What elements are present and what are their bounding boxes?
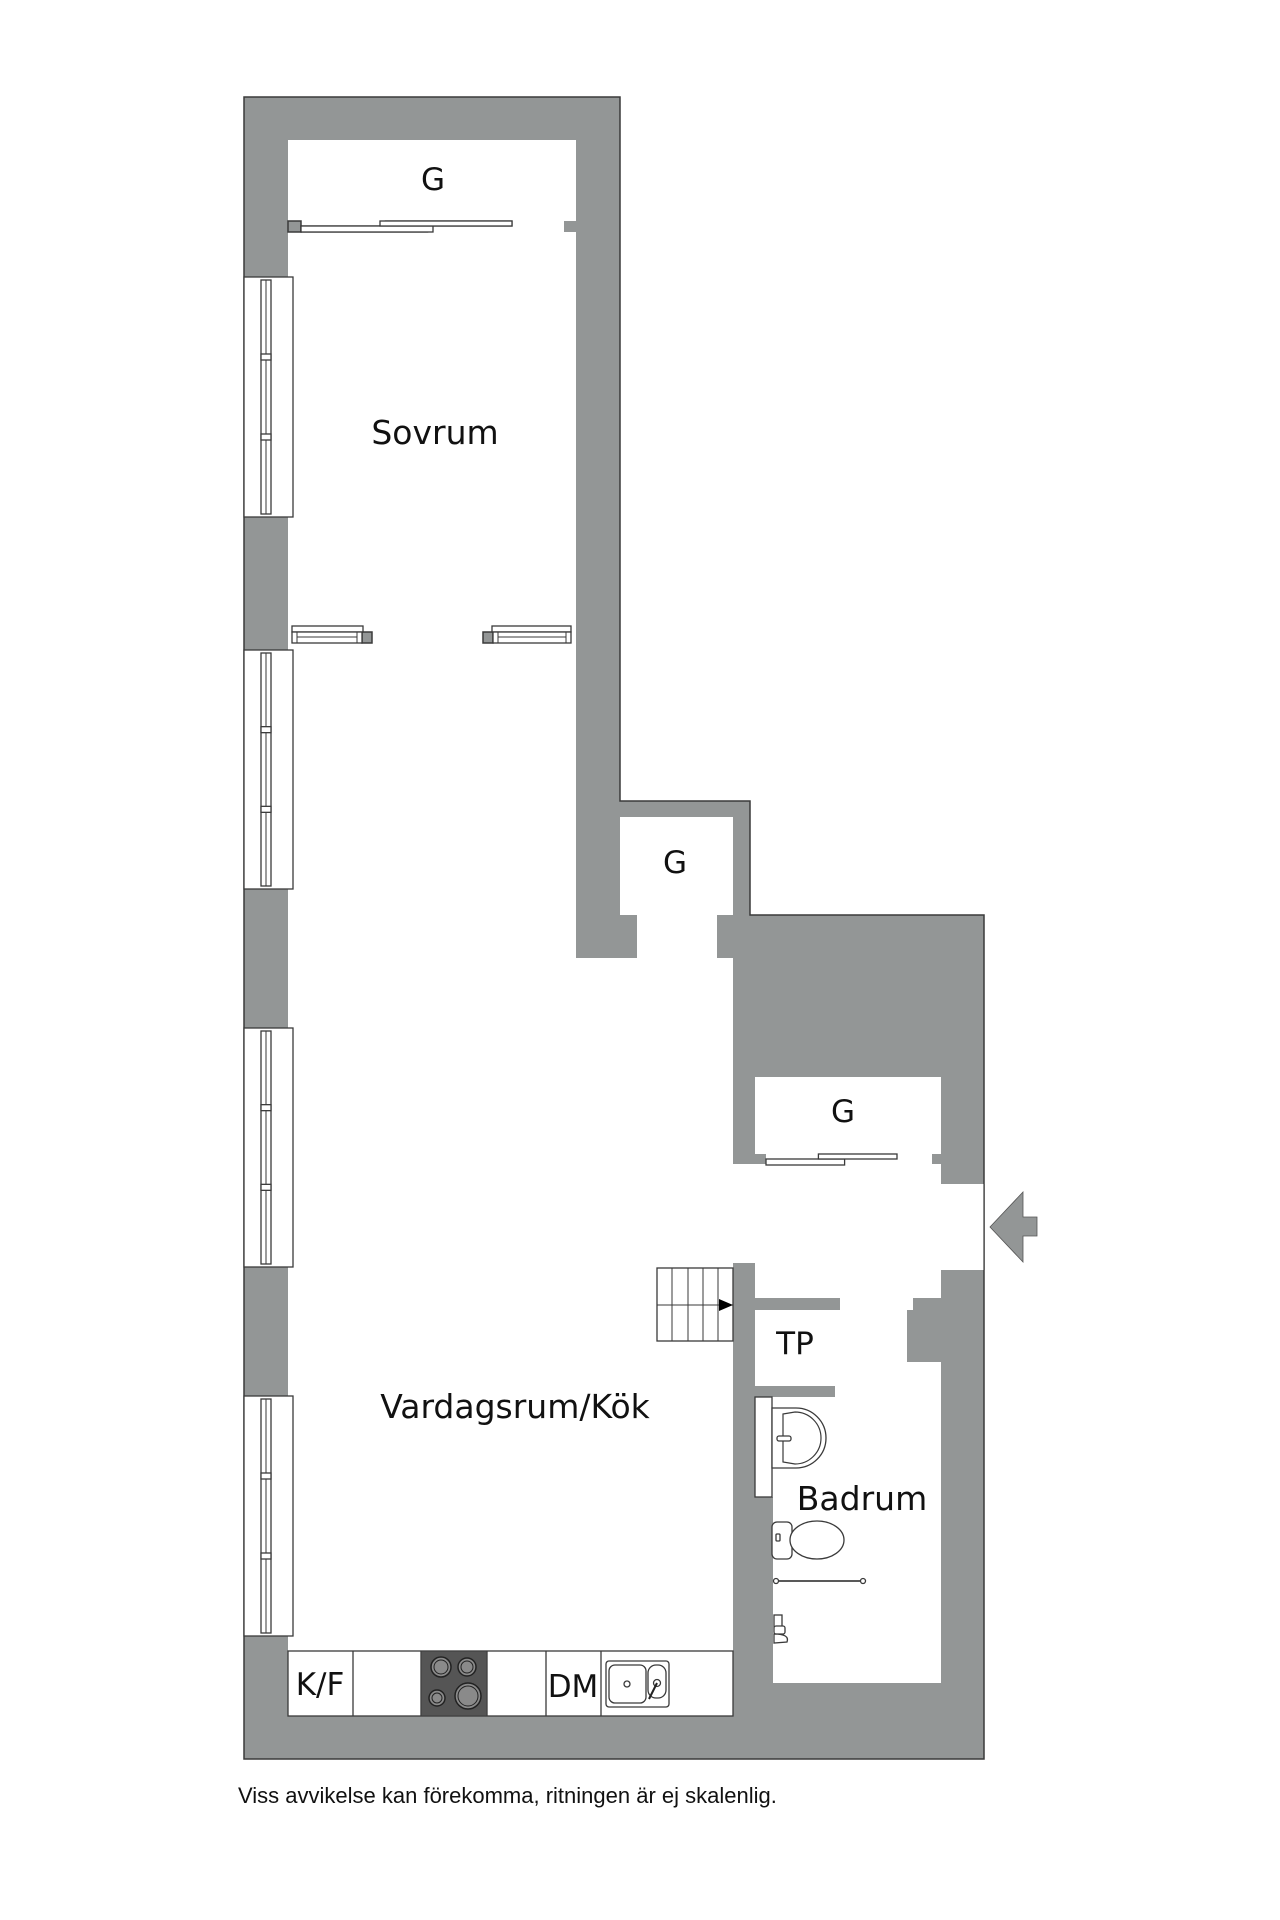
interior-floor: [288, 140, 984, 1716]
wardrobe-label-tp: TP: [775, 1326, 814, 1362]
toilet-icon: [771, 1520, 845, 1560]
partition-panel-left-top: [291, 625, 364, 633]
stairs-direction-arrow: [719, 1299, 733, 1311]
window-mullion: [260, 353, 272, 361]
fridge-freezer-label: K/F: [296, 1667, 345, 1703]
shower-rail-end: [772, 1577, 780, 1585]
room-label-badrum: Badrum: [797, 1479, 927, 1518]
fixtures: [287, 1190, 1038, 1717]
closet-label-top: G: [421, 162, 445, 198]
closet-top-door-panel: [379, 220, 513, 227]
partition-stub-right: [482, 631, 494, 644]
windows: [243, 276, 294, 1637]
door-stub: [287, 220, 302, 233]
window-mullion: [260, 726, 272, 734]
sink-drain: [623, 1680, 631, 1688]
window-mullion: [260, 433, 272, 441]
partition-panel-right-top: [491, 625, 572, 633]
shower-rail-end: [859, 1577, 867, 1585]
mixer-spout: [773, 1633, 789, 1644]
partition-stub-left: [361, 631, 373, 644]
window-mullion: [260, 1552, 272, 1560]
closet-top-door-panel: [300, 225, 434, 233]
window-mullion: [260, 805, 272, 813]
window-mullion: [260, 1183, 272, 1191]
labels: Sovrum Vardagsrum/Kök Badrum G G G TP K/…: [296, 162, 928, 1705]
dishwasher-label: DM: [548, 1669, 599, 1705]
washbasin-outline: [771, 1407, 827, 1469]
toilet-flush: [775, 1533, 781, 1542]
washbasin-icon: [771, 1407, 827, 1469]
closet-right-sliding-door-panel: [765, 1158, 846, 1166]
burner-ring: [433, 1659, 449, 1675]
burner: [454, 1682, 482, 1710]
room-label-sovrum: Sovrum: [371, 413, 498, 452]
room-label-vardagsrum-kok: Vardagsrum/Kök: [380, 1387, 650, 1426]
window-mullion: [260, 1472, 272, 1480]
toilet-tank: [771, 1521, 793, 1560]
washbasin-bowl: [782, 1411, 822, 1465]
window-mullion: [260, 1104, 272, 1112]
entrance-arrow-icon: [989, 1190, 1038, 1264]
washbasin-tap: [776, 1435, 792, 1442]
walls: [243, 96, 985, 1760]
burner: [428, 1689, 446, 1707]
closet-right-sliding-door-panel: [817, 1153, 898, 1160]
bath-cabinet: [754, 1396, 773, 1498]
disclaimer-footnote: Viss avvikelse kan förekomma, ritningen …: [238, 1783, 777, 1808]
toilet-bowl: [789, 1520, 845, 1560]
burner-ring: [431, 1692, 443, 1704]
closet-label-middle: G: [663, 845, 687, 881]
stairs-icon: [656, 1267, 734, 1342]
kitchen-sink-icon: [605, 1660, 670, 1708]
cooktop-icon: [420, 1650, 488, 1717]
mixer-body: [773, 1614, 783, 1628]
burner-ring: [457, 1685, 479, 1707]
sink-tap-handle: [648, 1682, 658, 1700]
closet-label-right: G: [831, 1094, 855, 1130]
shower-mixer-icon: [773, 1614, 789, 1644]
burner-ring: [460, 1660, 474, 1674]
mixer-handle: [773, 1625, 786, 1635]
